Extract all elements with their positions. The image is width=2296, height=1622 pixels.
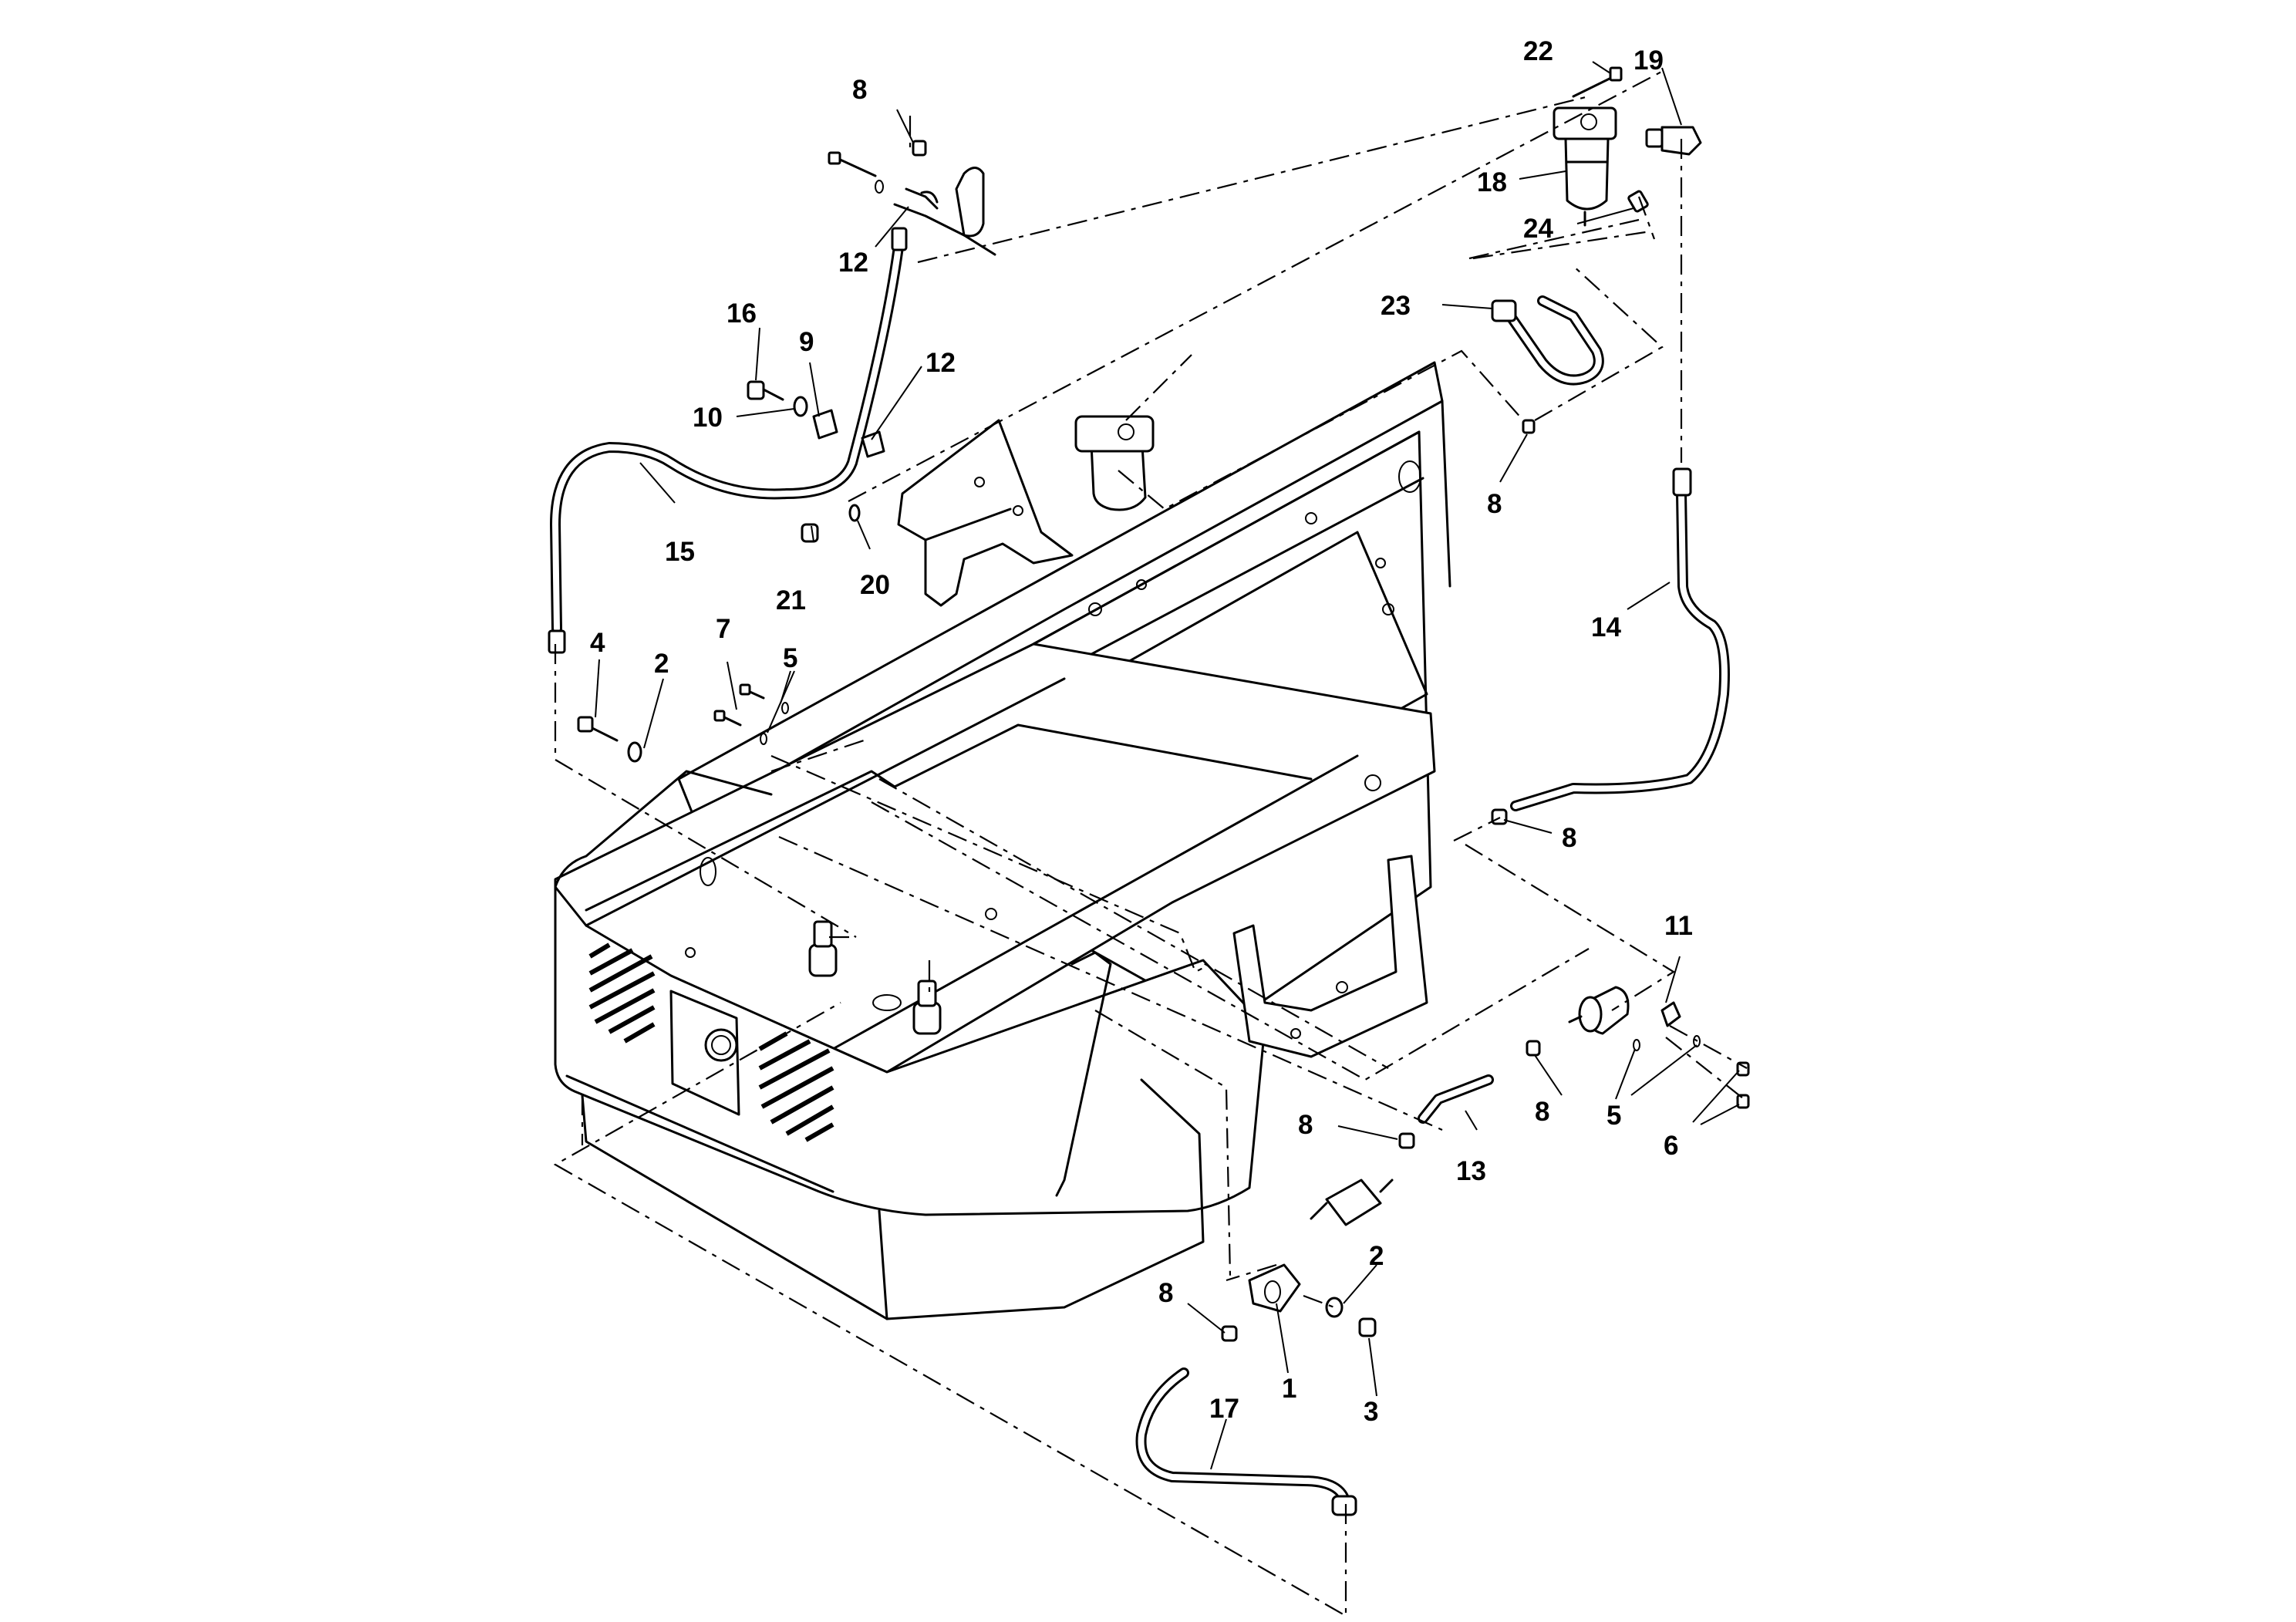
callout-14: 14 xyxy=(1591,612,1621,642)
callout-19: 19 xyxy=(1633,46,1664,76)
callout-23: 23 xyxy=(1381,291,1411,321)
callouts: 8 12 16 9 12 10 15 21 20 4 2 7 5 22 19 1… xyxy=(590,36,1693,1427)
callout-16: 16 xyxy=(727,298,757,329)
callout-8: 8 xyxy=(1487,489,1502,519)
callout-5: 5 xyxy=(783,643,797,673)
top-clamp-bracket xyxy=(893,167,996,256)
callout-2: 2 xyxy=(1369,1241,1384,1271)
assembly-lines xyxy=(553,69,1748,1617)
callout-7: 7 xyxy=(716,614,730,644)
hose-15 xyxy=(548,227,908,654)
fasteners xyxy=(577,140,1750,1342)
callout-6: 6 xyxy=(1664,1131,1678,1161)
filter-mount-bracket xyxy=(897,419,1074,607)
hose-23-loop xyxy=(1491,295,1604,386)
callout-12: 12 xyxy=(925,348,956,378)
callout-9: 9 xyxy=(799,327,814,357)
callout-4: 4 xyxy=(590,628,605,658)
callout-15: 15 xyxy=(665,537,695,567)
callout-3: 3 xyxy=(1364,1397,1378,1427)
chassis-fuel-filter xyxy=(1074,415,1155,511)
leader-lines xyxy=(595,61,1740,1470)
callout-22: 22 xyxy=(1523,36,1553,66)
callout-10: 10 xyxy=(693,403,723,433)
callout-8: 8 xyxy=(1535,1097,1549,1127)
callout-18: 18 xyxy=(1477,167,1507,197)
tank-sender-left xyxy=(808,920,838,977)
left-grille xyxy=(588,943,656,1044)
callout-5: 5 xyxy=(1607,1101,1621,1131)
callout-2: 2 xyxy=(654,649,669,679)
fuel-pump xyxy=(1568,986,1681,1035)
callout-8: 8 xyxy=(852,75,867,105)
callout-8: 8 xyxy=(1298,1110,1313,1140)
callout-13: 13 xyxy=(1456,1156,1486,1186)
callout-11: 11 xyxy=(1664,911,1693,941)
callout-20: 20 xyxy=(860,570,890,600)
water-separator-filter xyxy=(1553,66,1702,227)
hose-17 xyxy=(1135,1367,1357,1516)
hose-14 xyxy=(1510,467,1730,811)
inline-fuel-filter xyxy=(1310,1179,1394,1226)
callout-12: 12 xyxy=(838,248,868,278)
callout-8: 8 xyxy=(1158,1278,1173,1308)
callout-21: 21 xyxy=(776,585,806,615)
callout-24: 24 xyxy=(1523,214,1553,244)
callout-1: 1 xyxy=(1282,1374,1296,1404)
tank-sender-right xyxy=(912,980,942,1035)
callout-8: 8 xyxy=(1562,823,1576,853)
hose-13 xyxy=(1418,1074,1494,1124)
callout-17: 17 xyxy=(1209,1394,1239,1424)
right-grille xyxy=(758,1031,834,1142)
bracket-1 xyxy=(1248,1263,1301,1313)
chassis-frame xyxy=(554,361,1451,1320)
